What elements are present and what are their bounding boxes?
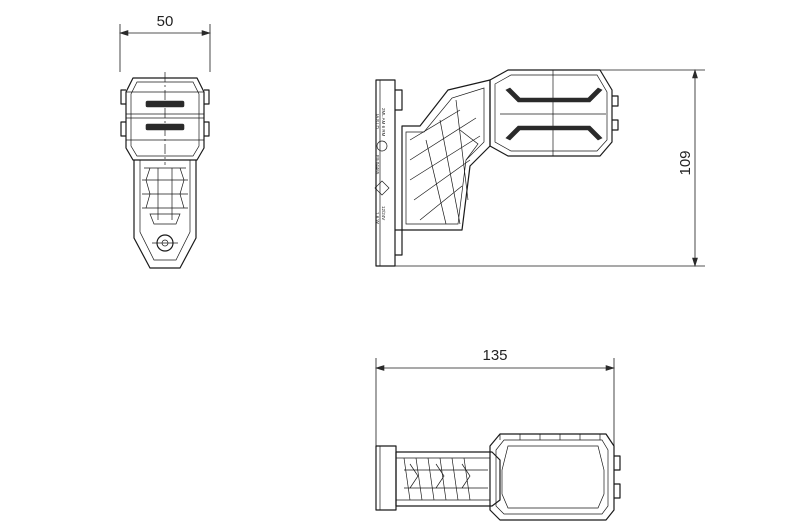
height-label: 109 (677, 150, 694, 175)
marking-line2: IA 8 LD (375, 114, 380, 130)
side-view: 109 2ML AM 6 RM IA 8 LD E9 04465 12/24V … (374, 68, 705, 268)
height-dimension: 109 (395, 68, 705, 268)
marking-line3: E9 04465 (375, 155, 380, 175)
length-dimension: 135 (374, 347, 616, 448)
marking-text: 2ML AM 6 RM IA 8 LD E9 04465 12/24V 1.6 … (374, 108, 390, 225)
width-dimension: 50 (118, 13, 212, 72)
front-view: 50 (118, 13, 212, 269)
marking-line1: 2ML AM 6 RM (381, 108, 386, 137)
marking-line4: 12/24V (381, 206, 386, 220)
top-view: 135 (374, 347, 621, 521)
marking-line5: 1.6 W (375, 212, 380, 225)
length-label: 135 (482, 347, 507, 364)
width-label: 50 (157, 13, 174, 30)
approval-mark-icon (374, 180, 390, 196)
